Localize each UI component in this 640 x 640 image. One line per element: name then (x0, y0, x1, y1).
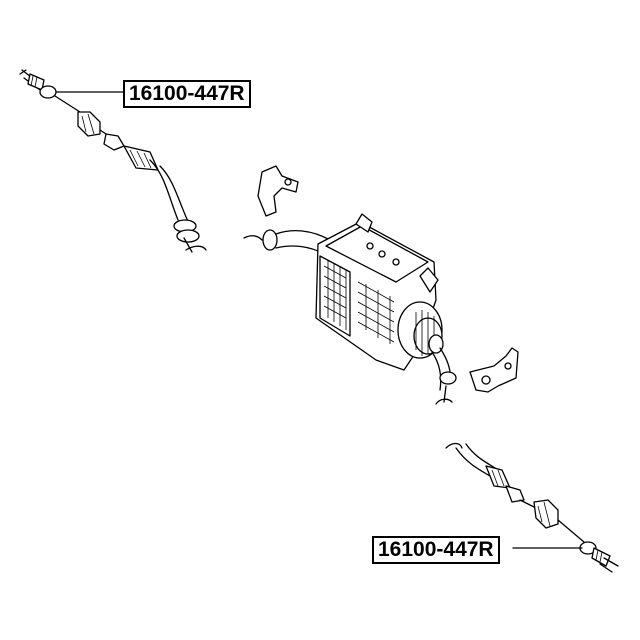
actuator-left-grommet (262, 229, 278, 251)
upper-threaded-tip (19, 69, 45, 91)
upper-mounting-bracket (257, 165, 299, 217)
actuator-right-grommet (439, 371, 457, 385)
actuator-mount-ear-right (419, 267, 439, 293)
lower-mounting-bracket (469, 347, 519, 393)
upper-clip (103, 133, 125, 151)
upper-hex-nut (77, 111, 101, 137)
part-number-label-bottom: 16100-447R (372, 536, 500, 564)
actuator-ribbed-cover (319, 255, 351, 337)
upper-cable-assembly (19, 69, 207, 253)
lower-cable-assembly (445, 442, 619, 573)
upper-grommet (173, 219, 200, 243)
part-number-label-top: 16100-447R (123, 80, 251, 108)
upper-boot (123, 145, 159, 171)
upper-ferrule (39, 85, 57, 99)
actuator-mount-ear-left (355, 213, 373, 233)
lower-boot (485, 465, 511, 489)
lower-hex-nut (533, 499, 559, 529)
actuator-side-ribs (357, 281, 395, 344)
parking-brake-actuator (243, 213, 457, 405)
actuator-motor-end (397, 301, 444, 359)
lower-clip (505, 485, 525, 503)
lower-threaded-tip (591, 547, 619, 573)
